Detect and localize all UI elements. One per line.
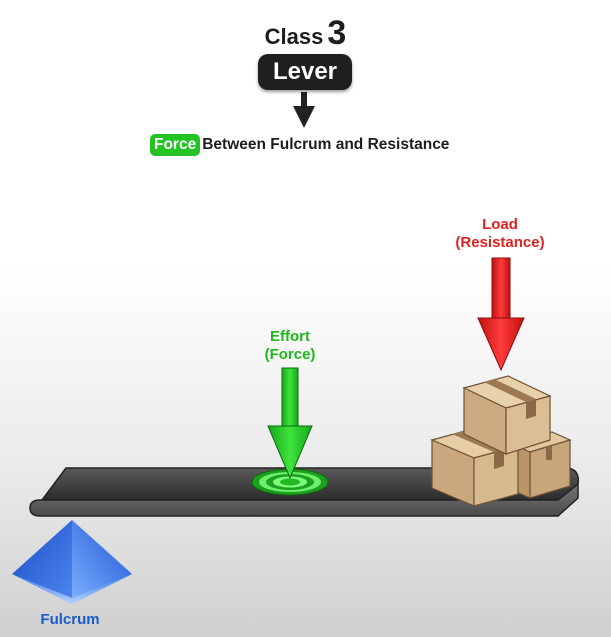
effort-label-line2: (Force)	[264, 346, 316, 363]
effort-label: Effort (Force)	[240, 328, 340, 364]
load-boxes	[430, 375, 572, 507]
fulcrum-label: Fulcrum	[40, 611, 100, 628]
load-label: Load (Resistance)	[430, 216, 570, 252]
load-arrow	[477, 257, 525, 372]
force-highlight-chip: Force	[150, 134, 201, 156]
class-number: 3	[327, 14, 347, 52]
load-label-line1: Load	[482, 216, 518, 233]
lever-badge: Lever	[258, 54, 352, 90]
fulcrum-pyramid	[12, 520, 132, 604]
class-word: Class	[264, 24, 324, 49]
subtitle-rest: Between Fulcrum and Resistance	[202, 136, 450, 153]
effort-label-line1: Effort	[270, 328, 310, 345]
effort-arrow	[267, 367, 313, 480]
header-down-arrow	[293, 92, 315, 128]
effort-target-rings	[251, 468, 329, 496]
load-label-line2: (Resistance)	[455, 234, 545, 251]
